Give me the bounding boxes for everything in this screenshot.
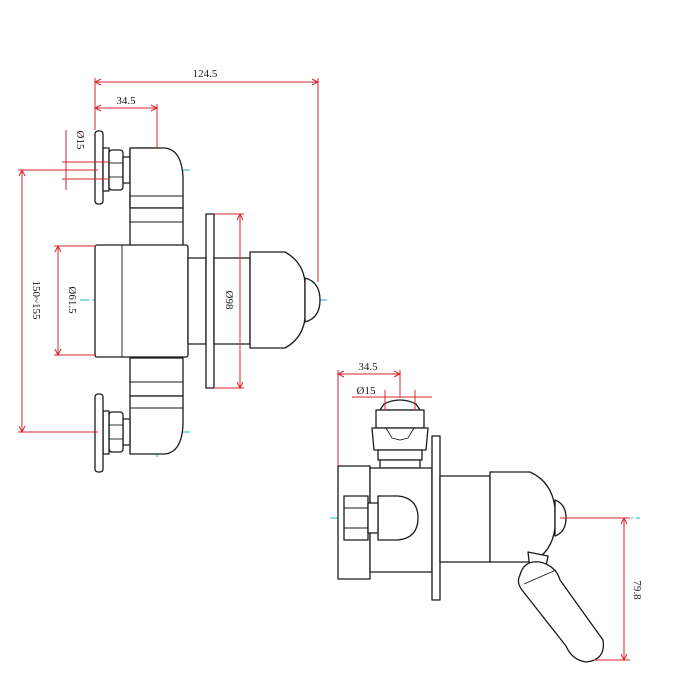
front-dimensions [18,78,320,434]
side-shroud [439,471,567,563]
dim-body-dia: Ø61.5 [66,286,78,314]
dim-centers: 150~155 [30,281,42,320]
side-wall-plate [431,435,441,601]
side-dim-handle-drop: 79.8 [631,580,643,600]
dim-inlet-dia: Ø15 [74,131,86,150]
side-view: 34.5 Ø15 79.8 [330,361,643,663]
side-body [337,465,433,580]
upper-inlet [94,130,184,247]
side-dimensions [336,370,630,662]
shroud [213,251,321,349]
lower-inlet [94,357,184,473]
side-top-inlet [371,399,429,469]
side-dim-inlet-dia: Ø15 [357,385,376,397]
side-dim-inlet-offset: 34.5 [358,361,378,373]
dim-overall-depth: 124.5 [193,68,218,80]
valve-body [94,244,207,358]
wall-plate [205,213,215,389]
dim-plate-dia: Ø98 [223,291,235,310]
dim-inlet-offset: 34.5 [116,95,136,107]
front-view: 124.5 34.5 Ø15 150~155 Ø61.5 Ø98 [18,68,330,473]
side-lever-handle [517,551,605,663]
